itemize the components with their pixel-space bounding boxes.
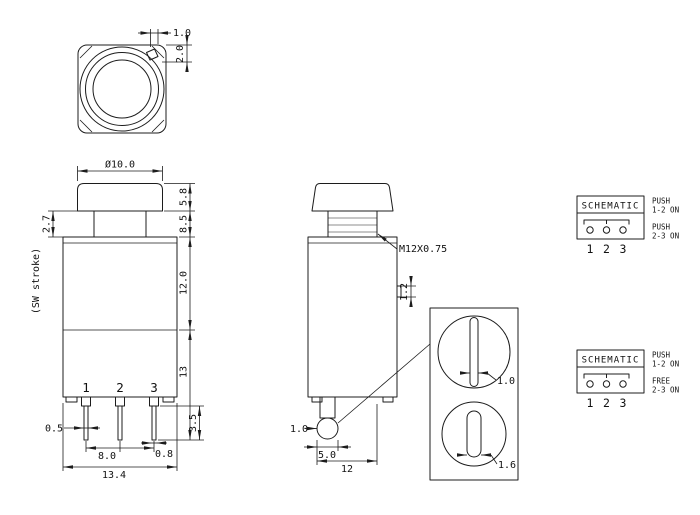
top-view: 1.0 2.0 bbox=[77, 28, 192, 134]
front-body-outline bbox=[62, 236, 178, 398]
dim-ext-stroke bbox=[48, 210, 94, 238]
schematic2-note2-result: 2-3 ON bbox=[652, 386, 679, 395]
detail-oval-slot bbox=[466, 410, 482, 458]
side-body-outline bbox=[307, 236, 398, 398]
dim-span-text: 12 bbox=[341, 464, 353, 475]
detail-top-slot bbox=[469, 317, 479, 387]
schematic1-terminal3-label: 3 bbox=[620, 242, 627, 256]
schematic2-symbol-box bbox=[576, 366, 645, 394]
schematic1-note1-result: 1-2 ON bbox=[652, 206, 679, 215]
top-bezel-circle-mid bbox=[85, 52, 159, 126]
dim-pin-thickness-text: 0.5 bbox=[45, 424, 63, 435]
sw-stroke-label: (SW stroke) bbox=[31, 248, 42, 314]
dim-ext-groove bbox=[401, 285, 416, 298]
schematic2-terminal1-label: 1 bbox=[587, 396, 594, 410]
schematic2-contact-bar bbox=[583, 373, 630, 379]
detail-top-circle bbox=[437, 315, 511, 389]
schematic2-note1-result: 1-2 ON bbox=[652, 360, 679, 369]
schematic2-terminal3-circle bbox=[619, 380, 627, 388]
pin1-shoulder bbox=[81, 396, 91, 407]
pin-number-1: 1 bbox=[82, 380, 90, 395]
schematic1-note2-result: 2-3 ON bbox=[652, 232, 679, 241]
dim-leader-slot bbox=[486, 372, 497, 381]
dim-pin-exposed-text: 3.5 bbox=[188, 414, 199, 432]
dim-cap-to-body-text: 8.5 bbox=[179, 215, 190, 233]
detail-frame bbox=[429, 307, 519, 481]
front-foot-left bbox=[65, 396, 78, 403]
top-bezel-circle-outer bbox=[79, 46, 165, 132]
side-foot-right bbox=[382, 396, 394, 403]
detail-leader bbox=[337, 343, 431, 424]
schematic1-contact-bar bbox=[583, 219, 630, 225]
schematic1-terminal3-circle bbox=[619, 226, 627, 234]
pin2-shoulder bbox=[115, 396, 125, 407]
schematic1-symbol-box bbox=[576, 212, 645, 240]
front-cap bbox=[77, 183, 163, 212]
dim-pin-width-text: 0.8 bbox=[155, 449, 173, 460]
side-bushing-thread-lines bbox=[328, 217, 377, 233]
dim-slot-width-text: 1.0 bbox=[497, 376, 515, 387]
schematic1-note2-action: PUSH bbox=[652, 223, 671, 232]
side-view: M12X0.75 1.2 1.0 5.0 12 bbox=[290, 183, 447, 475]
dim-boss-text: 1.0 bbox=[290, 424, 308, 435]
schematic2-terminal2-label: 2 bbox=[603, 396, 610, 410]
top-button-circle bbox=[92, 59, 152, 119]
dim-oval-width-text: 1.6 bbox=[498, 460, 516, 471]
top-housing-outline bbox=[77, 44, 167, 134]
side-bushing bbox=[327, 210, 378, 238]
schematic2-terminal1-circle bbox=[586, 380, 594, 388]
dim-stroke-text: 2.7 bbox=[42, 215, 53, 233]
dim-ext-body-width bbox=[62, 403, 178, 471]
dim-lower-height-text: 13 bbox=[179, 366, 190, 378]
schematic2-note1-action: PUSH bbox=[652, 351, 671, 360]
schematic-1: SCHEMATIC 1 2 3 PUSH 1-2 ON PUSH 2-3 ON bbox=[576, 195, 679, 256]
schematic1-terminal2-circle bbox=[602, 226, 611, 234]
dim-cap-height-text: 5.8 bbox=[179, 188, 190, 206]
pin-number-3: 3 bbox=[150, 380, 158, 395]
dim-groove-text: 1.2 bbox=[399, 283, 410, 301]
side-foot-left bbox=[311, 396, 323, 403]
front-pins bbox=[81, 396, 159, 441]
schematic2-terminal3-label: 3 bbox=[620, 396, 627, 410]
front-view: 1 2 3 Ø10.0 5.8 8.5 12.0 13 3.5 2.7 (SW … bbox=[31, 159, 204, 481]
dim-ext-notch-width bbox=[150, 29, 159, 47]
detail-bottom-circle bbox=[441, 401, 507, 467]
dim-body-width-text: 13.4 bbox=[102, 470, 126, 481]
schematic-2: SCHEMATIC 1 2 3 PUSH 1-2 ON FREE 2-3 ON bbox=[576, 349, 679, 410]
dim-body-height-text: 12.0 bbox=[179, 271, 190, 295]
dim-pin-spacing-text: 8.0 bbox=[98, 451, 116, 462]
top-corner-chamfers bbox=[79, 45, 165, 133]
side-rib bbox=[397, 285, 402, 298]
pin3-shaft bbox=[151, 405, 157, 441]
pin-number-2: 2 bbox=[116, 380, 124, 395]
dim-notch-depth-text: 2.0 bbox=[175, 45, 186, 63]
top-keyway-tab bbox=[146, 48, 159, 61]
schematic2-title: SCHEMATIC bbox=[582, 356, 640, 366]
front-body-lines bbox=[63, 242, 177, 331]
schematic2-note2-action: FREE bbox=[652, 377, 671, 386]
schematic1-note1-action: PUSH bbox=[652, 197, 671, 206]
pin3-shoulder bbox=[149, 396, 159, 407]
schematic1-terminal2-label: 2 bbox=[603, 242, 610, 256]
pin2-shaft bbox=[117, 405, 123, 441]
schematic1-terminal1-circle bbox=[586, 226, 594, 234]
dim-boss-spacing-text: 5.0 bbox=[318, 450, 336, 461]
thread-label: M12X0.75 bbox=[399, 244, 447, 255]
dim-leader-oval bbox=[490, 454, 498, 465]
front-foot-right bbox=[162, 396, 175, 403]
pin1-shaft bbox=[83, 405, 89, 441]
dim-cap-diameter-text: Ø10.0 bbox=[105, 159, 135, 171]
schematic1-title: SCHEMATIC bbox=[582, 202, 640, 212]
detail-view: 1.0 1.6 bbox=[337, 307, 519, 481]
side-cap bbox=[311, 183, 394, 212]
side-locating-boss bbox=[316, 417, 339, 440]
schematic1-terminal1-label: 1 bbox=[587, 242, 594, 256]
front-neck bbox=[93, 210, 147, 238]
dim-notch-width-text: 1.0 bbox=[173, 28, 191, 39]
dim-ext-right-chain bbox=[158, 183, 204, 441]
thread-leader bbox=[377, 233, 398, 250]
schematic2-terminal2-circle bbox=[602, 380, 611, 388]
dim-ext-cap-diameter bbox=[77, 166, 163, 181]
